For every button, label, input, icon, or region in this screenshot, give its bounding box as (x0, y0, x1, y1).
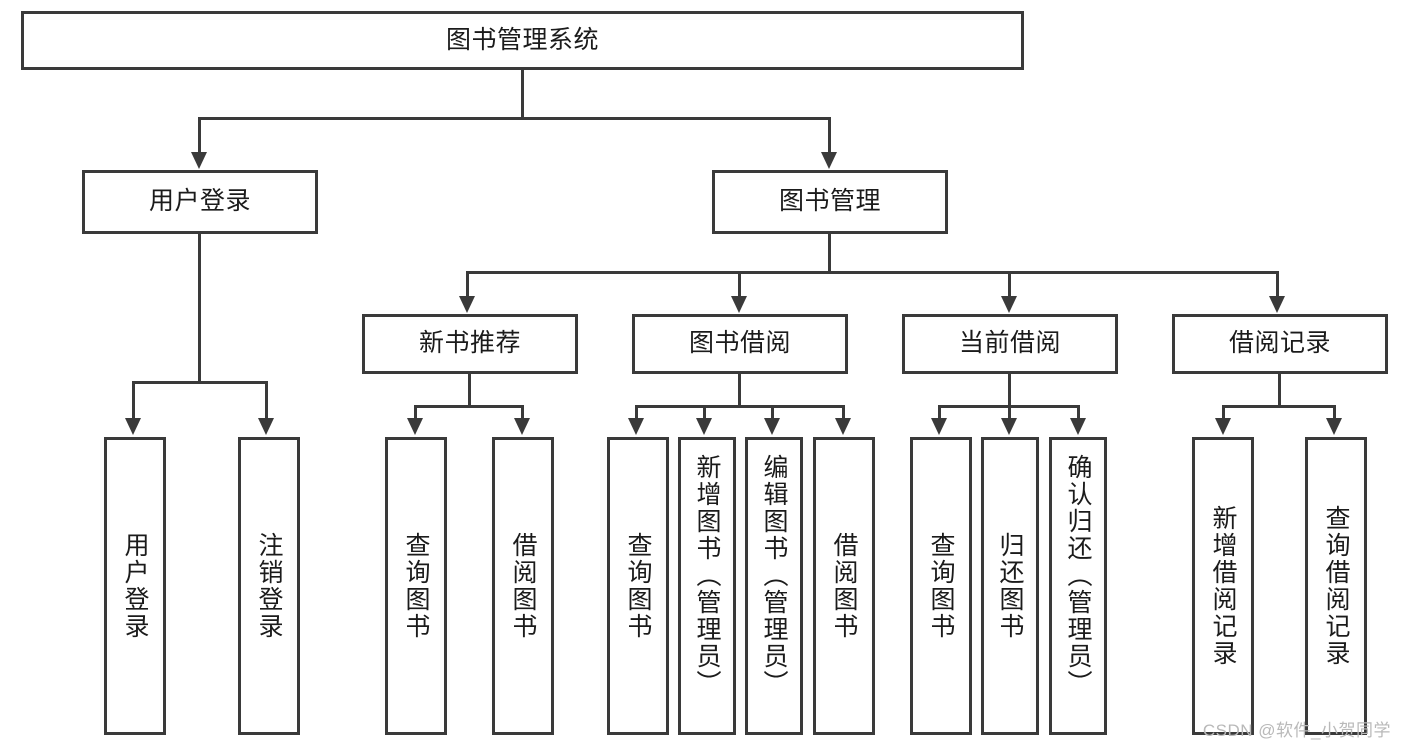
leaf-borrow-book-recommend-label: 借阅图书 (509, 532, 537, 640)
connector-root-drop-book-management (828, 117, 831, 153)
connector-book-management-bus (466, 271, 1279, 274)
connector-book-borrow-drop-3 (771, 405, 774, 419)
arrow-current-borrow-to-leaf-1 (931, 418, 947, 435)
arrow-book-management-to-book-borrow (731, 296, 747, 313)
leaf-query-book-recommend-label: 查询图书 (402, 532, 430, 640)
arrow-book-management-to-current-borrow (1001, 296, 1017, 313)
leaf-user-login-label: 用户登录 (121, 532, 149, 640)
leaf-user-login[interactable]: 用户登录 (104, 437, 166, 735)
connector-book-management-drop-1 (466, 271, 469, 299)
connector-current-borrow-drop-2 (1008, 405, 1011, 419)
node-user-login[interactable]: 用户登录 (82, 170, 318, 234)
arrow-new-book-recommend-to-leaf-2 (514, 418, 530, 435)
leaf-borrow-book[interactable]: 借阅图书 (813, 437, 875, 735)
connector-new-book-recommend-stem (468, 374, 471, 406)
connector-book-borrow-drop-2 (703, 405, 706, 419)
leaf-query-book-borrow-label: 查询图书 (624, 532, 652, 640)
connector-book-borrow-drop-4 (842, 405, 845, 419)
node-book-management-label: 图书管理 (778, 187, 881, 216)
node-new-book-recommend-label: 新书推荐 (418, 329, 521, 358)
node-borrow-record-label: 借阅记录 (1228, 329, 1331, 358)
arrow-user-login-to-leaf-1 (125, 418, 141, 435)
connector-new-book-recommend-bus (414, 405, 524, 408)
leaf-query-book-current-label: 查询图书 (927, 532, 955, 640)
leaf-borrow-book-recommend[interactable]: 借阅图书 (492, 437, 554, 735)
connector-current-borrow-drop-3 (1077, 405, 1080, 419)
arrow-current-borrow-to-leaf-2 (1001, 418, 1017, 435)
connector-current-borrow-drop-1 (938, 405, 941, 419)
connector-book-borrow-stem (738, 374, 741, 406)
leaf-query-borrow-record-label: 查询借阅记录 (1322, 505, 1350, 667)
arrow-new-book-recommend-to-leaf-1 (407, 418, 423, 435)
connector-user-login-drop-1 (132, 381, 135, 419)
connector-user-login-bus (132, 381, 268, 384)
node-root-book-management-system[interactable]: 图书管理系统 (21, 11, 1024, 70)
arrow-book-borrow-to-leaf-1 (628, 418, 644, 435)
node-current-borrow[interactable]: 当前借阅 (902, 314, 1118, 374)
connector-user-login-stem (198, 234, 201, 384)
connector-book-management-drop-4 (1276, 271, 1279, 299)
leaf-logout[interactable]: 注销登录 (238, 437, 300, 735)
arrow-book-management-to-new-book-recommend (459, 296, 475, 313)
connector-book-borrow-bus (635, 405, 845, 408)
leaf-confirm-return-admin-label: 确认归还（管理员） (1064, 454, 1092, 697)
leaf-add-book-admin[interactable]: 新增图书（管理员） (678, 437, 736, 735)
node-current-borrow-label: 当前借阅 (958, 329, 1061, 358)
node-new-book-recommend[interactable]: 新书推荐 (362, 314, 578, 374)
connector-book-borrow-drop-1 (635, 405, 638, 419)
leaf-query-book-borrow[interactable]: 查询图书 (607, 437, 669, 735)
arrow-borrow-record-to-leaf-1 (1215, 418, 1231, 435)
arrow-book-borrow-to-leaf-3 (764, 418, 780, 435)
connector-root-bus (198, 117, 831, 120)
leaf-return-book[interactable]: 归还图书 (981, 437, 1039, 735)
arrow-book-management-to-borrow-record (1269, 296, 1285, 313)
leaf-confirm-return-admin[interactable]: 确认归还（管理员） (1049, 437, 1107, 735)
connector-new-book-recommend-drop-2 (521, 405, 524, 419)
connector-book-management-drop-2 (738, 271, 741, 299)
connector-new-book-recommend-drop-1 (414, 405, 417, 419)
node-user-login-label: 用户登录 (148, 187, 251, 216)
arrow-root-to-book-management (821, 152, 837, 169)
leaf-edit-book-admin[interactable]: 编辑图书（管理员） (745, 437, 803, 735)
arrow-root-to-user-login (191, 152, 207, 169)
connector-user-login-drop-2 (265, 381, 268, 419)
leaf-query-book-recommend[interactable]: 查询图书 (385, 437, 447, 735)
connector-current-borrow-stem (1008, 374, 1011, 406)
leaf-add-borrow-record[interactable]: 新增借阅记录 (1192, 437, 1254, 735)
connector-borrow-record-drop-1 (1222, 405, 1225, 419)
leaf-query-book-current[interactable]: 查询图书 (910, 437, 972, 735)
connector-borrow-record-drop-2 (1333, 405, 1336, 419)
leaf-logout-label: 注销登录 (255, 532, 283, 640)
connector-book-management-drop-3 (1008, 271, 1011, 299)
leaf-edit-book-admin-label: 编辑图书（管理员） (760, 454, 788, 697)
arrow-user-login-to-leaf-2 (258, 418, 274, 435)
node-book-borrow-label: 图书借阅 (688, 329, 791, 358)
leaf-return-book-label: 归还图书 (996, 532, 1024, 640)
node-borrow-record[interactable]: 借阅记录 (1172, 314, 1388, 374)
node-book-borrow[interactable]: 图书借阅 (632, 314, 848, 374)
arrow-book-borrow-to-leaf-4 (835, 418, 851, 435)
arrow-book-borrow-to-leaf-2 (696, 418, 712, 435)
node-root-label: 图书管理系统 (445, 25, 599, 54)
leaf-borrow-book-label: 借阅图书 (830, 532, 858, 640)
leaf-add-book-admin-label: 新增图书（管理员） (693, 454, 721, 697)
connector-root-drop-user-login (198, 117, 201, 153)
connector-root-stem (521, 70, 524, 117)
connector-borrow-record-stem (1278, 374, 1281, 406)
connector-book-management-stem (828, 234, 831, 271)
node-book-management[interactable]: 图书管理 (712, 170, 948, 234)
arrow-borrow-record-to-leaf-2 (1326, 418, 1342, 435)
watermark: CSDN @软件_小贺同学 (1202, 721, 1391, 740)
arrow-current-borrow-to-leaf-3 (1070, 418, 1086, 435)
leaf-query-borrow-record[interactable]: 查询借阅记录 (1305, 437, 1367, 735)
connector-borrow-record-bus (1222, 405, 1336, 408)
leaf-add-borrow-record-label: 新增借阅记录 (1209, 505, 1237, 667)
